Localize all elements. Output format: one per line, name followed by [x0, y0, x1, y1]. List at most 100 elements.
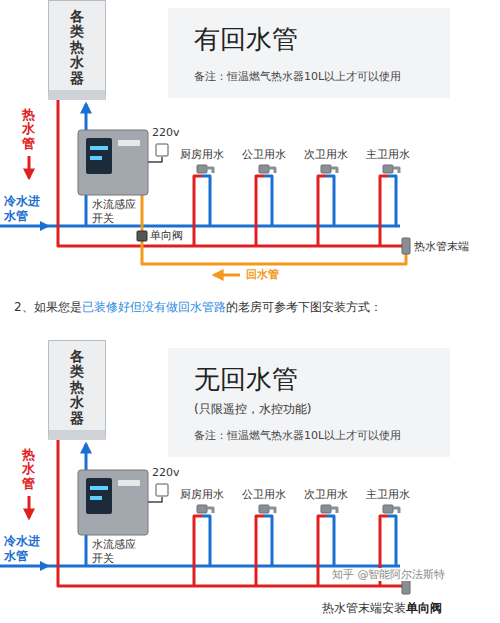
valve-label: 单向阀	[150, 229, 183, 242]
hot-water-branch	[380, 176, 388, 246]
panel-subtitle: (只限遥控，水控功能)	[194, 401, 424, 418]
label-slot: 知乎 @智能阿尔法斯特	[330, 568, 448, 582]
hot-water-pipe	[58, 100, 405, 246]
label-slot: 回水管	[246, 268, 279, 282]
faucet-body	[321, 165, 331, 173]
instruction-text: 2、如果您是	[14, 300, 82, 314]
water-heater: 各类热水器	[48, 0, 106, 100]
instruction-highlight: 已装修好但没有做回水管路	[82, 300, 226, 314]
faucet-body	[321, 505, 331, 513]
screen-bar	[90, 146, 108, 150]
label-slot: 主卫用水	[358, 488, 418, 502]
tap-label: 主卫用水	[366, 488, 410, 501]
faucet-body	[383, 505, 393, 513]
panel-note: 备注：恒温燃气热水器10L以上才可以使用	[194, 428, 424, 443]
faucet-spout	[393, 508, 399, 513]
pump-badge	[118, 140, 140, 146]
pipe-end-fitting	[402, 238, 410, 254]
label-slot: 热水管末端安装	[322, 601, 406, 615]
check-valve-symbol	[137, 231, 147, 241]
switch-label: 水流感应开关	[92, 538, 136, 565]
cold-water-pipe	[85, 535, 88, 566]
tap-label: 次卫用水	[304, 148, 348, 161]
tap-label: 主卫用水	[366, 148, 410, 161]
valve-note-text: 热水管末端安装	[322, 601, 406, 615]
label-slot: 公卫用水	[234, 488, 294, 502]
hot-water-pipe	[58, 440, 405, 586]
circulation-pump	[78, 470, 148, 535]
label-slot: 热水管	[22, 448, 35, 491]
label-slot: 热水管末端	[414, 240, 469, 254]
watermark: 知乎 @智能阿尔法斯特	[330, 568, 448, 581]
label-slot: 220v	[152, 126, 180, 140]
heater-label: 各类热水器	[70, 9, 84, 86]
pump-screen	[86, 138, 112, 174]
tap-label: 厨房用水	[180, 148, 224, 161]
hot-pipe-label: 热水管	[22, 448, 35, 491]
label-slot: 冷水进水管	[4, 194, 44, 224]
label-slot: 厨房用水	[172, 148, 232, 162]
faucet-body	[383, 165, 393, 173]
pump-badge	[118, 480, 140, 486]
power-socket	[156, 144, 168, 156]
power-socket	[156, 484, 168, 496]
cold-water-pipe	[85, 444, 88, 470]
label-slot: 已装修好但没有做回水管路	[82, 300, 226, 314]
return-pipe	[142, 195, 406, 264]
flow-arrow	[214, 274, 240, 277]
panel-title: 无回水管	[194, 362, 424, 397]
tap-label: 公卫用水	[242, 148, 286, 161]
water-heater: 各类热水器	[48, 340, 106, 440]
screen-bar	[90, 156, 102, 160]
label-slot: 厨房用水	[172, 488, 232, 502]
flow-arrow	[28, 496, 31, 518]
plumbing-block	[0, 100, 410, 275]
tap-label: 公卫用水	[242, 488, 286, 501]
cold-water-branch	[264, 516, 272, 566]
pipe-end-label: 热水管末端	[414, 240, 469, 253]
label-slot: 主卫用水	[358, 148, 418, 162]
hot-pipe-label: 热水管	[22, 108, 35, 151]
power-cord	[148, 157, 162, 162]
panel-note: 备注：恒温燃气热水器10L以上才可以使用	[194, 69, 424, 84]
label-slot: 单向阀	[150, 229, 183, 243]
cold-water-branch	[202, 516, 210, 566]
faucet-spout	[207, 508, 213, 513]
voltage-label: 220v	[152, 126, 180, 139]
label-slot: 单向阀	[406, 601, 442, 615]
faucet-spout	[331, 168, 337, 173]
label-slot: 次卫用水	[296, 148, 356, 162]
cold-water-branch	[326, 516, 334, 566]
label-slot: 公卫用水	[234, 148, 294, 162]
cold-water-pipe	[85, 195, 88, 226]
faucet-spout	[393, 168, 399, 173]
label-slot: 2、如果您是	[14, 300, 82, 314]
valve-note-bold: 单向阀	[406, 601, 442, 615]
hot-water-branch	[256, 176, 264, 246]
faucet-body	[197, 165, 207, 173]
label-slot: 次卫用水	[296, 488, 356, 502]
faucet-spout	[269, 168, 275, 173]
cold-pipe-label: 冷水进水管	[4, 194, 40, 223]
label-slot: 220v	[152, 466, 180, 480]
title-panel: 无回水管 (只限遥控，水控功能) 备注：恒温燃气热水器10L以上才可以使用	[168, 348, 450, 457]
instruction-text: 的老房可参考下图安装方式：	[226, 300, 382, 314]
switch-label: 水流感应开关	[92, 198, 136, 225]
label-slot: 冷水进水管	[4, 534, 44, 564]
valve-note: 热水管末端安装单向阀	[322, 601, 442, 616]
label-slot: 的老房可参考下图安装方式：	[226, 300, 382, 314]
hot-water-branch	[256, 516, 264, 586]
instruction-line: 2、如果您是已装修好但没有做回水管路的老房可参考下图安装方式：	[14, 300, 382, 315]
hot-water-branch	[194, 516, 202, 586]
tap-label: 次卫用水	[304, 488, 348, 501]
title-panel: 有回水管备注：恒温燃气热水器10L以上才可以使用	[168, 8, 450, 98]
cold-water-pipe	[0, 225, 400, 228]
tap-label: 厨房用水	[180, 488, 224, 501]
hot-water-branch	[318, 176, 326, 246]
voltage-label: 220v	[152, 466, 180, 479]
cold-water-branch	[388, 176, 396, 226]
label-slot: 热水管	[22, 108, 35, 151]
cold-water-pipe	[85, 104, 88, 130]
faucet-body	[197, 505, 207, 513]
